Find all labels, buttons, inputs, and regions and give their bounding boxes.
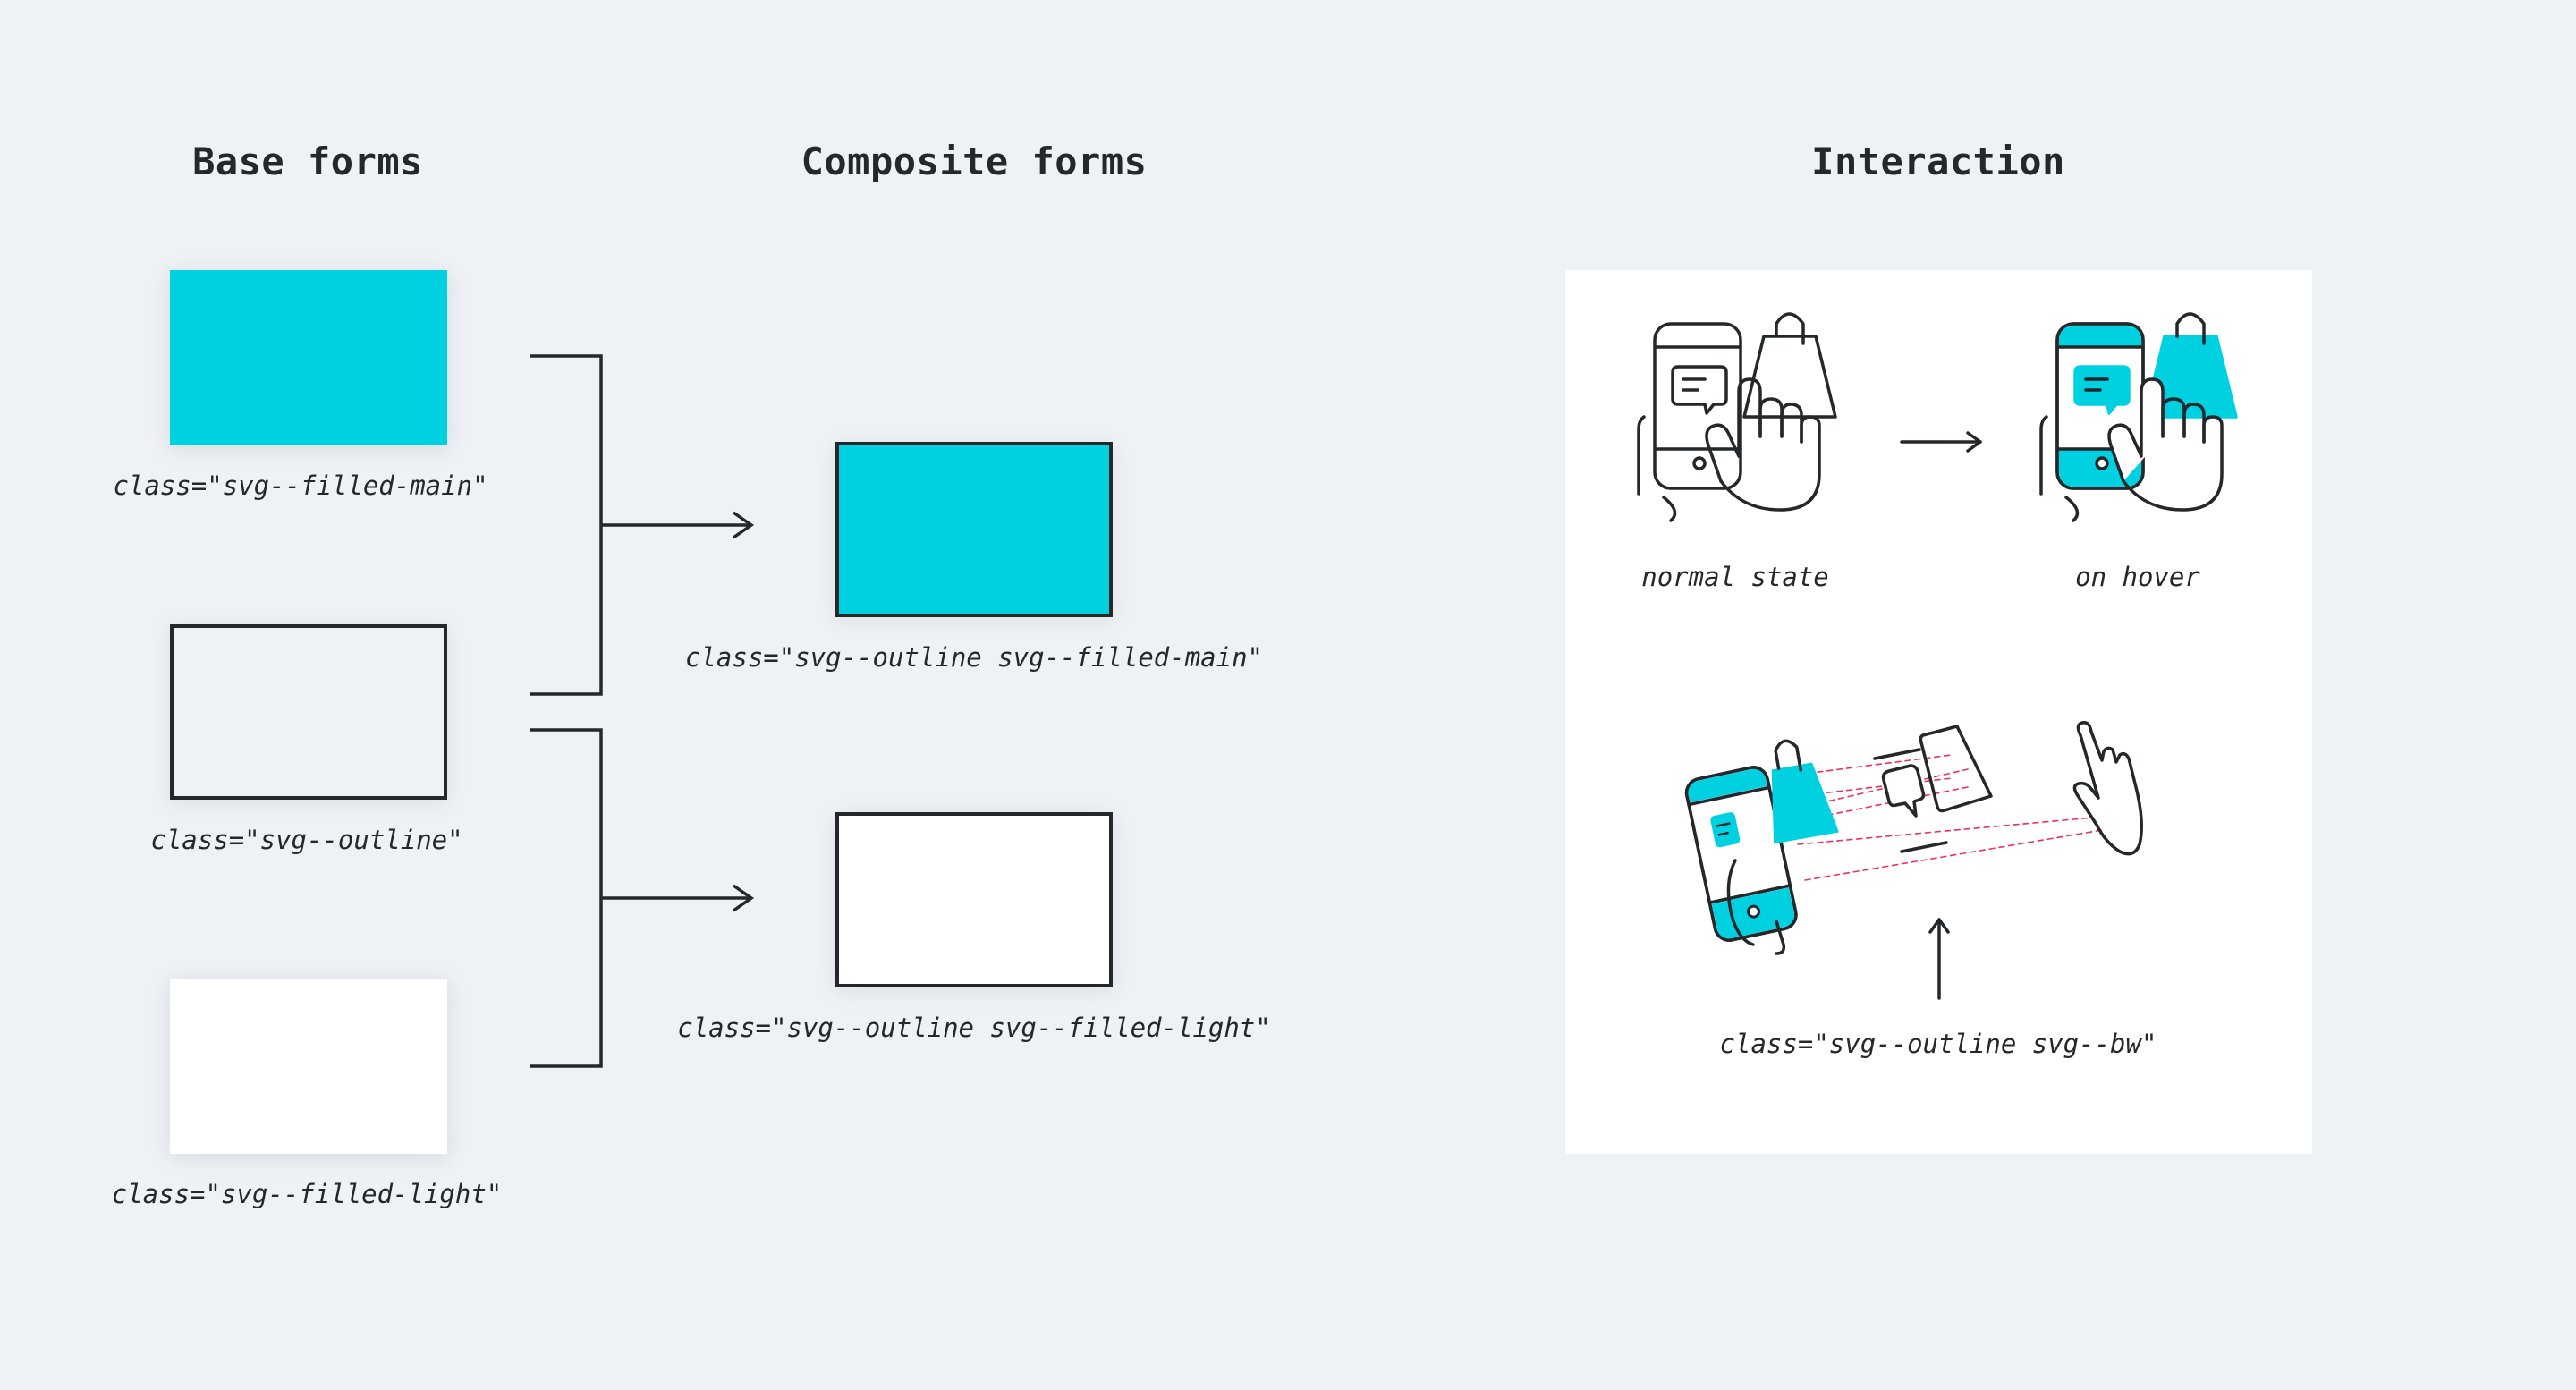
class-name: svg--outline svg--bw (1828, 1029, 2141, 1059)
caption-prefix: class= (150, 825, 245, 855)
phone-icon (1684, 766, 1798, 942)
shopping-bag-icon (1771, 739, 1839, 844)
caption-prefix: class= (111, 1179, 206, 1209)
arrow-head (732, 884, 755, 912)
class-name: svg--outline (259, 825, 448, 855)
shopping-bag-icon (2143, 312, 2238, 419)
hand-icon (1637, 377, 1821, 522)
caption-prefix: class= (684, 642, 779, 673)
caption-prefix: class= (1719, 1029, 1814, 1059)
base-form-filled-light (170, 979, 447, 1154)
chat-bubble-icon (2073, 365, 2131, 415)
guide-lines (1788, 754, 2103, 881)
phone-icon (1653, 322, 1742, 490)
quote-mark: " (244, 825, 260, 855)
class-name: svg--outline svg--filled-main (794, 642, 1248, 673)
hover-state-label: on hover (2075, 562, 2200, 592)
base-form-caption-filled-main: class="svg--filled-main" (113, 470, 487, 501)
caption-prefix: class= (113, 470, 208, 501)
class-name: svg--filled-light (220, 1179, 487, 1209)
quote-mark: " (1247, 642, 1264, 673)
base-form-caption-filled-light: class="svg--filled-light" (112, 1179, 503, 1209)
screen-layer (1873, 725, 1993, 853)
quote-mark: " (1813, 1029, 1829, 1059)
normal-state-illustration (1637, 312, 1837, 522)
quote-mark: " (472, 470, 488, 501)
composite-form-caption-filled-main: class="svg--outline svg--filled-main" (685, 642, 1263, 673)
hover-state-illustration (2039, 312, 2238, 522)
exploded-view-illustration (1684, 720, 2143, 1000)
composite-form-outline-filled-main (835, 442, 1113, 617)
quote-mark: " (207, 470, 223, 501)
arrow-head (732, 511, 755, 539)
quote-mark: " (205, 1179, 221, 1209)
chat-bubble-icon (1881, 764, 1926, 818)
shopping-bag-icon (1742, 312, 1837, 419)
composite-form-outline-filled-light (835, 812, 1113, 987)
hand-icon (1726, 859, 1786, 955)
class-name: svg--filled-main (222, 470, 473, 501)
normal-state-label: normal state (1641, 562, 1829, 592)
composite-form-caption-filled-light: class="svg--outline svg--filled-light" (677, 1013, 1271, 1043)
quote-mark: " (778, 642, 795, 673)
hand-icon (2072, 720, 2143, 856)
quote-mark: " (771, 1013, 787, 1043)
quote-mark: " (2140, 1029, 2157, 1059)
quote-mark: " (486, 1179, 503, 1209)
hand-icon (2039, 377, 2224, 522)
arrow-right-icon (1900, 431, 1982, 453)
chat-bubble-icon (1671, 365, 1728, 415)
base-form-caption-outline: class="svg--outline" (150, 825, 462, 855)
base-form-outline (170, 624, 447, 800)
exploded-caption: class="svg--outline svg--bw" (1720, 1029, 2157, 1059)
arrow-up-icon (1928, 918, 1950, 1000)
quote-mark: " (447, 825, 463, 855)
heading-interaction: Interaction (1811, 140, 2065, 183)
quote-mark: " (1255, 1013, 1271, 1043)
class-name: svg--outline svg--filled-light (786, 1013, 1256, 1043)
base-form-filled-main (170, 270, 447, 445)
heading-composite-forms: Composite forms (801, 140, 1148, 183)
caption-prefix: class= (677, 1013, 772, 1043)
heading-base-forms: Base forms (192, 140, 423, 183)
